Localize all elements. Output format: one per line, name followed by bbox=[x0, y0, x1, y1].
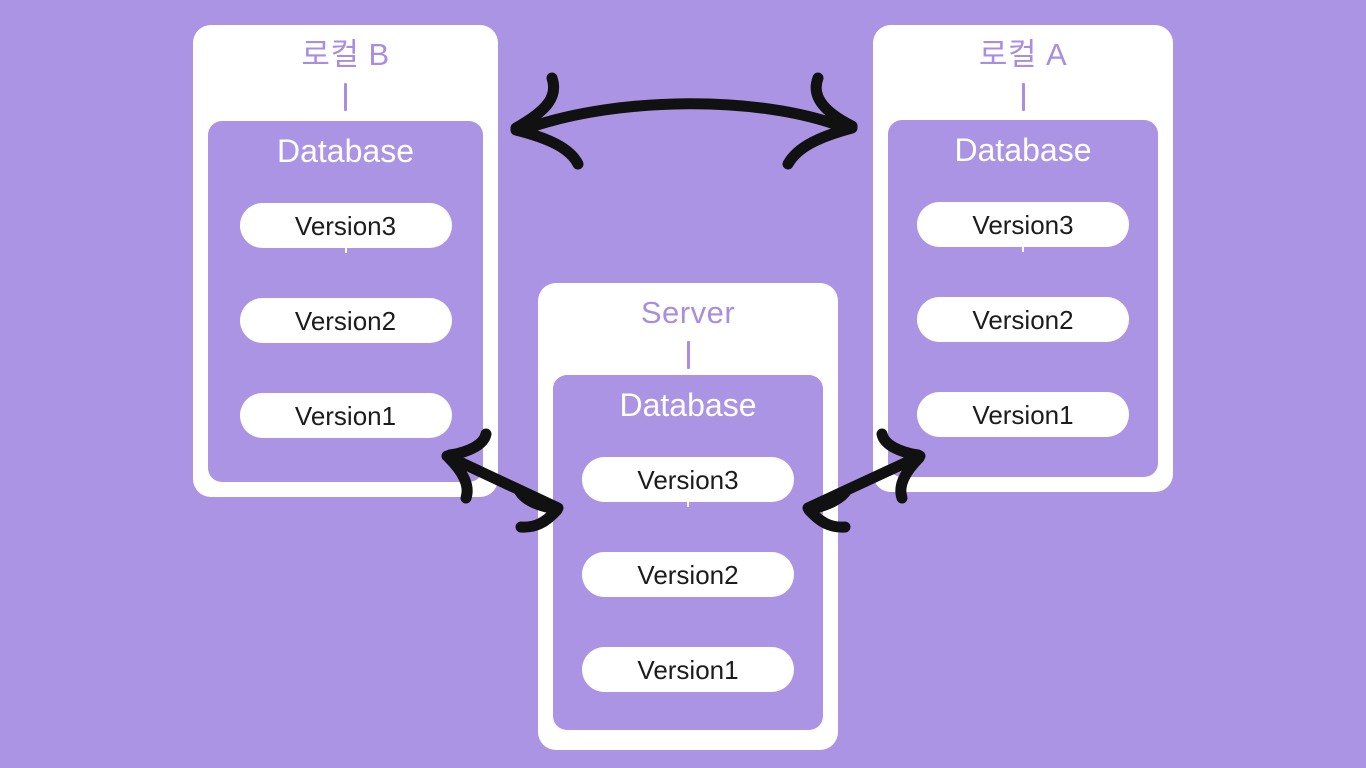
version-row: Version1 bbox=[553, 647, 823, 692]
version-connector-gap bbox=[888, 202, 1158, 392]
version-pill-local-b-3[interactable]: Version3 bbox=[239, 203, 452, 248]
version-connector-gap bbox=[208, 203, 483, 298]
version-row: Version3 bbox=[888, 202, 1158, 247]
version-pill-server-3[interactable]: Version3 bbox=[582, 457, 794, 502]
database-label-server: Database bbox=[619, 387, 757, 423]
version-connector-gap bbox=[208, 203, 483, 393]
version-pill-local-a-1[interactable]: Version1 bbox=[917, 392, 1129, 437]
version-pill-local-a-2[interactable]: Version2 bbox=[917, 297, 1129, 342]
version-stack-local-a: Version3 Version2 Version1 bbox=[888, 202, 1158, 437]
node-title-local-b: 로컬 B bbox=[301, 37, 390, 72]
version-stack-server: Version3 Version2 Version1 bbox=[553, 457, 823, 692]
database-card-server: Database Version3 Version2 Version1 bbox=[553, 375, 823, 730]
version-pill-local-b-2[interactable]: Version2 bbox=[239, 298, 452, 343]
version-row: Version3 bbox=[553, 457, 823, 502]
node-stem-local-b bbox=[344, 83, 347, 111]
database-label-local-a: Database bbox=[954, 132, 1092, 168]
node-title-server: Server bbox=[640, 295, 736, 330]
version-row: Version2 bbox=[208, 298, 483, 343]
version-row: Version2 bbox=[553, 552, 823, 597]
database-label-local-b: Database bbox=[277, 133, 414, 169]
version-pill-server-2[interactable]: Version2 bbox=[582, 552, 794, 597]
database-card-local-a: Database Version3 Version2 Version1 bbox=[888, 120, 1158, 477]
version-pill-local-a-3[interactable]: Version3 bbox=[917, 202, 1129, 247]
database-card-local-b: Database Version3 Version2 Version1 bbox=[208, 121, 483, 482]
version-row: Version1 bbox=[208, 393, 483, 438]
version-row: Version3 bbox=[208, 203, 483, 248]
version-pill-local-b-1[interactable]: Version1 bbox=[239, 393, 452, 438]
node-title-local-a: 로컬 A bbox=[978, 37, 1068, 72]
version-stack-local-b: Version3 Version2 Version1 bbox=[208, 203, 483, 438]
version-connector-gap bbox=[553, 457, 823, 647]
version-pill-server-1[interactable]: Version1 bbox=[582, 647, 794, 692]
node-stem-local-a bbox=[1021, 83, 1025, 111]
arrow-local-b-to-local-a bbox=[510, 72, 858, 170]
version-connector-gap bbox=[553, 457, 823, 552]
version-row: Version2 bbox=[888, 297, 1158, 342]
node-stem-server bbox=[686, 341, 690, 369]
version-row: Version1 bbox=[888, 392, 1158, 437]
version-connector-gap bbox=[888, 202, 1158, 297]
